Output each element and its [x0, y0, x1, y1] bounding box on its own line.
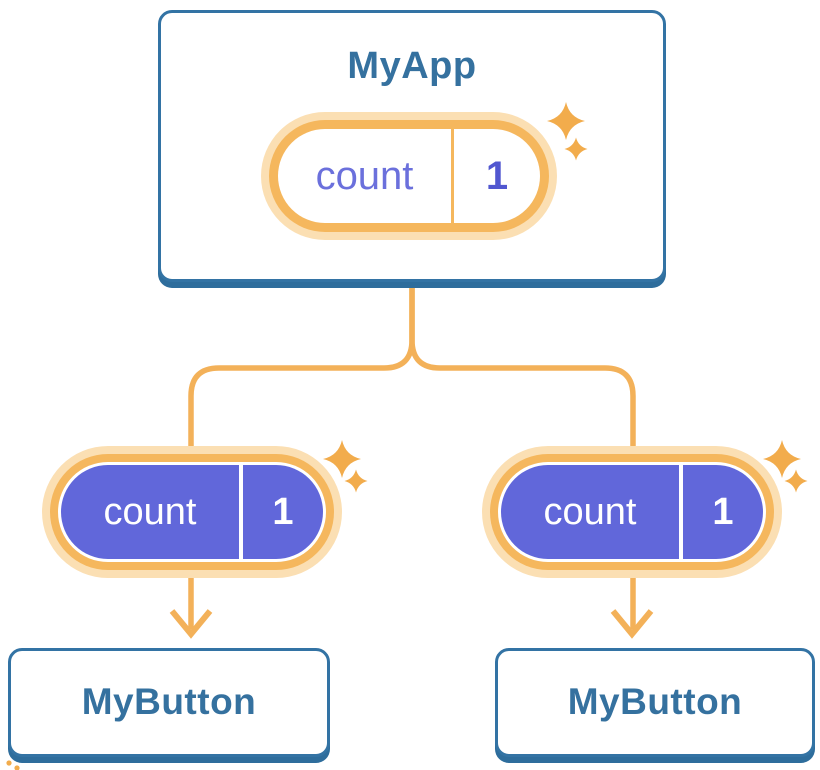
sparkle-dots: [6, 760, 20, 770]
prop-pill-core: count 1: [501, 465, 763, 559]
arrow-down-icon: [169, 609, 213, 639]
state-value: 1: [485, 153, 509, 198]
prop-pill-body: count 1: [498, 462, 766, 562]
prop-pill-ring: count 1: [50, 454, 334, 570]
state-pill-ring: count 1: [269, 120, 549, 232]
prop-pill-ring: count 1: [490, 454, 774, 570]
arrow-down-icon: [610, 609, 654, 639]
prop-label: count: [543, 490, 637, 533]
component-title: MyButton: [567, 680, 743, 722]
state-pill-body: count 1: [278, 129, 540, 223]
component-title: MyButton: [81, 680, 257, 722]
prop-pill-right: count 1: [482, 446, 782, 578]
prop-pill-left: count 1: [42, 446, 342, 578]
component-card-mybutton-left: MyButton: [8, 648, 330, 757]
prop-pill-core: count 1: [61, 465, 323, 559]
state-pill-myapp: count 1: [261, 112, 557, 240]
prop-value: 1: [272, 490, 294, 533]
prop-pill-divider: [679, 465, 683, 559]
state-pill-divider: [451, 129, 454, 223]
component-card-mybutton-right: MyButton: [495, 648, 815, 757]
prop-label: count: [103, 490, 197, 533]
prop-pill-body: count 1: [58, 462, 326, 562]
component-title: MyApp: [347, 45, 477, 87]
state-label: count: [315, 153, 414, 198]
prop-value: 1: [712, 490, 734, 533]
